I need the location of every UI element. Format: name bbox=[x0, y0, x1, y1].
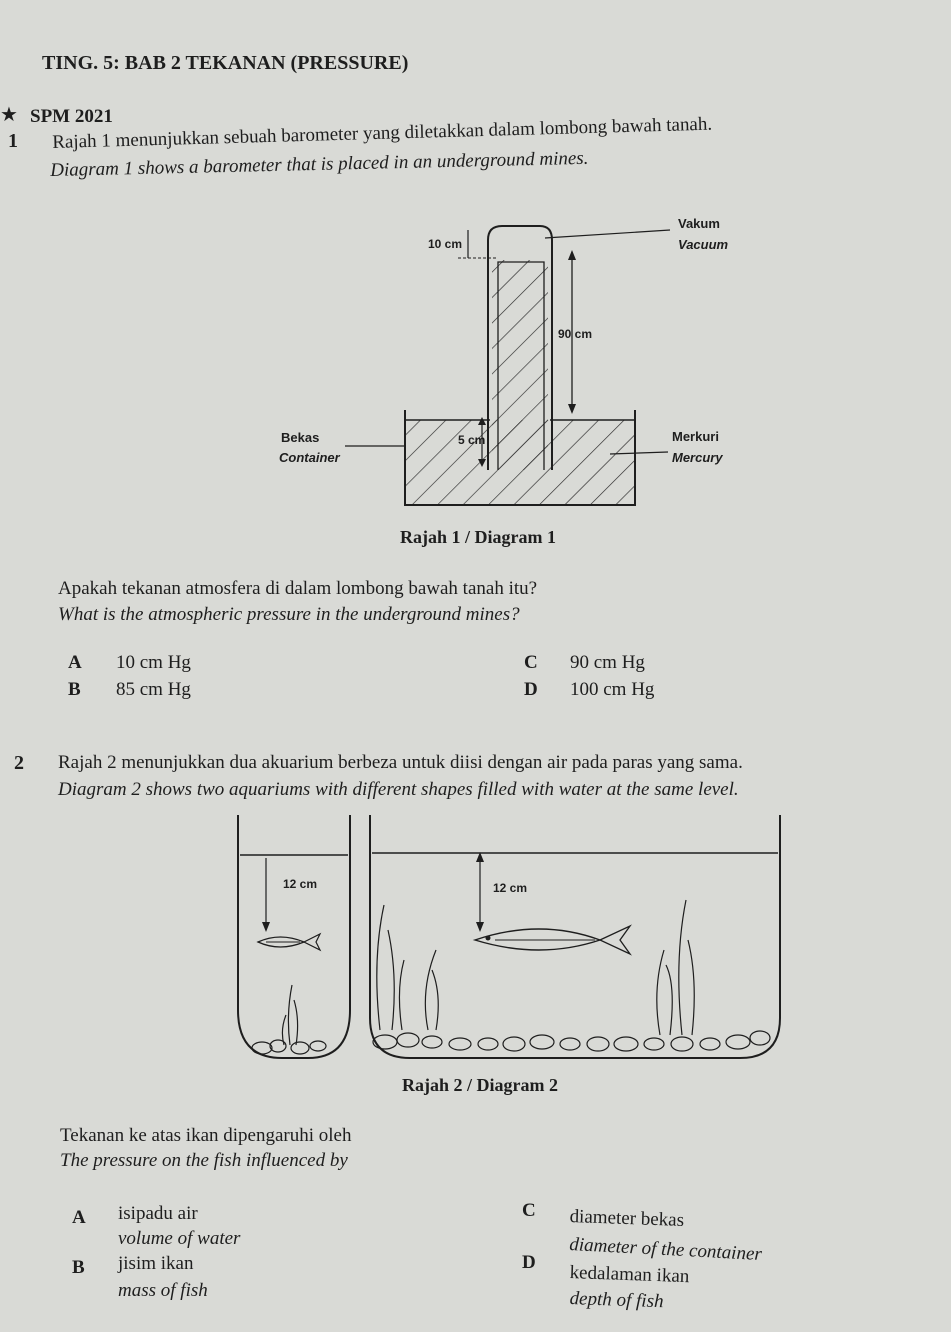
q2-option-d-text-en[interactable]: depth of fish bbox=[569, 1288, 664, 1313]
left-aquarium: 12 cm bbox=[237, 815, 351, 1059]
q2-option-c-text-en[interactable]: diameter of the container bbox=[568, 1234, 763, 1266]
q2-number: 2 bbox=[14, 752, 24, 774]
q2-option-b-letter[interactable]: B bbox=[72, 1257, 85, 1278]
page-title: TING. 5: BAB 2 TEKANAN (PRESSURE) bbox=[42, 52, 409, 74]
q2-question-ms: Tekanan ke atas ikan dipengaruhi oleh bbox=[60, 1125, 352, 1146]
left-fish bbox=[256, 932, 322, 952]
barometer-diagram: 10 cm Vakum Vacuum 90 cm 5 cm Bekas Cont… bbox=[279, 216, 729, 506]
right-aquarium: 12 cm bbox=[369, 815, 781, 1059]
right-weeds bbox=[376, 899, 695, 1036]
q1-option-d-text[interactable]: 100 cm Hg bbox=[570, 679, 655, 700]
q1-option-a-text[interactable]: 10 cm Hg bbox=[116, 652, 191, 673]
q2-text-en: Diagram 2 shows two aquariums with diffe… bbox=[58, 779, 739, 800]
q1-question-en: What is the atmospheric pressure in the … bbox=[58, 604, 520, 625]
barometer-tube bbox=[487, 225, 553, 470]
q2-question-en: The pressure on the fish influenced by bbox=[60, 1150, 348, 1171]
q1-option-c-text[interactable]: 90 cm Hg bbox=[570, 652, 645, 673]
label-mercury: Mercury bbox=[672, 450, 723, 465]
q1-option-c-letter[interactable]: C bbox=[524, 652, 538, 673]
exam-tag: SPM 2021 bbox=[30, 106, 113, 127]
q2-option-a-letter[interactable]: A bbox=[72, 1207, 86, 1228]
label-container: Container bbox=[279, 450, 341, 465]
q2-option-a-text-en[interactable]: volume of water bbox=[118, 1228, 241, 1249]
right-pebbles bbox=[372, 1030, 771, 1052]
q2-option-b-text-en[interactable]: mass of fish bbox=[118, 1280, 208, 1301]
q1-question-ms: Apakah tekanan atmosfera di dalam lombon… bbox=[58, 578, 538, 599]
q2-text-ms: Rajah 2 menunjukkan dua akuarium berbeza… bbox=[58, 752, 743, 773]
q1-option-d-letter[interactable]: D bbox=[524, 679, 538, 700]
label-vakum: Vakum bbox=[678, 216, 720, 231]
q1-option-b-letter[interactable]: B bbox=[68, 679, 81, 700]
q1-text-ms: Rajah 1 menunjukkan sebuah barometer yan… bbox=[52, 113, 713, 153]
q2-option-c-letter[interactable]: C bbox=[522, 1200, 536, 1221]
left-weed bbox=[281, 984, 299, 1046]
diagram1-caption: Rajah 1 / Diagram 1 bbox=[400, 527, 556, 547]
label-5cm: 5 cm bbox=[458, 433, 485, 447]
q1-option-a-letter[interactable]: A bbox=[68, 652, 82, 673]
label-left-12cm: 12 cm bbox=[283, 877, 317, 891]
q2-option-c-text-ms[interactable]: diameter bekas bbox=[569, 1206, 685, 1231]
label-10cm: 10 cm bbox=[428, 237, 462, 251]
label-right-12cm: 12 cm bbox=[493, 881, 527, 895]
q1-text-en: Diagram 1 shows a barometer that is plac… bbox=[50, 147, 589, 181]
q2-option-d-letter[interactable]: D bbox=[522, 1252, 536, 1273]
left-pebbles bbox=[251, 1039, 327, 1055]
q1-number: 1 bbox=[8, 130, 18, 152]
q2-option-a-text-ms[interactable]: isipadu air bbox=[118, 1203, 198, 1224]
q1-option-b-text[interactable]: 85 cm Hg bbox=[116, 679, 191, 700]
aquarium-diagram: 12 cm 12 cm bbox=[237, 815, 781, 1059]
label-merkuri: Merkuri bbox=[672, 429, 719, 444]
label-bekas: Bekas bbox=[281, 430, 319, 445]
q2-option-d-text-ms[interactable]: kedalaman ikan bbox=[569, 1262, 690, 1288]
diagram2-caption: Rajah 2 / Diagram 2 bbox=[402, 1075, 558, 1095]
q2-option-b-text-ms[interactable]: jisim ikan bbox=[118, 1253, 194, 1274]
right-fish bbox=[472, 924, 632, 956]
label-90cm: 90 cm bbox=[558, 327, 592, 341]
star-icon: ★ bbox=[0, 104, 18, 126]
label-vacuum: Vacuum bbox=[678, 237, 729, 252]
